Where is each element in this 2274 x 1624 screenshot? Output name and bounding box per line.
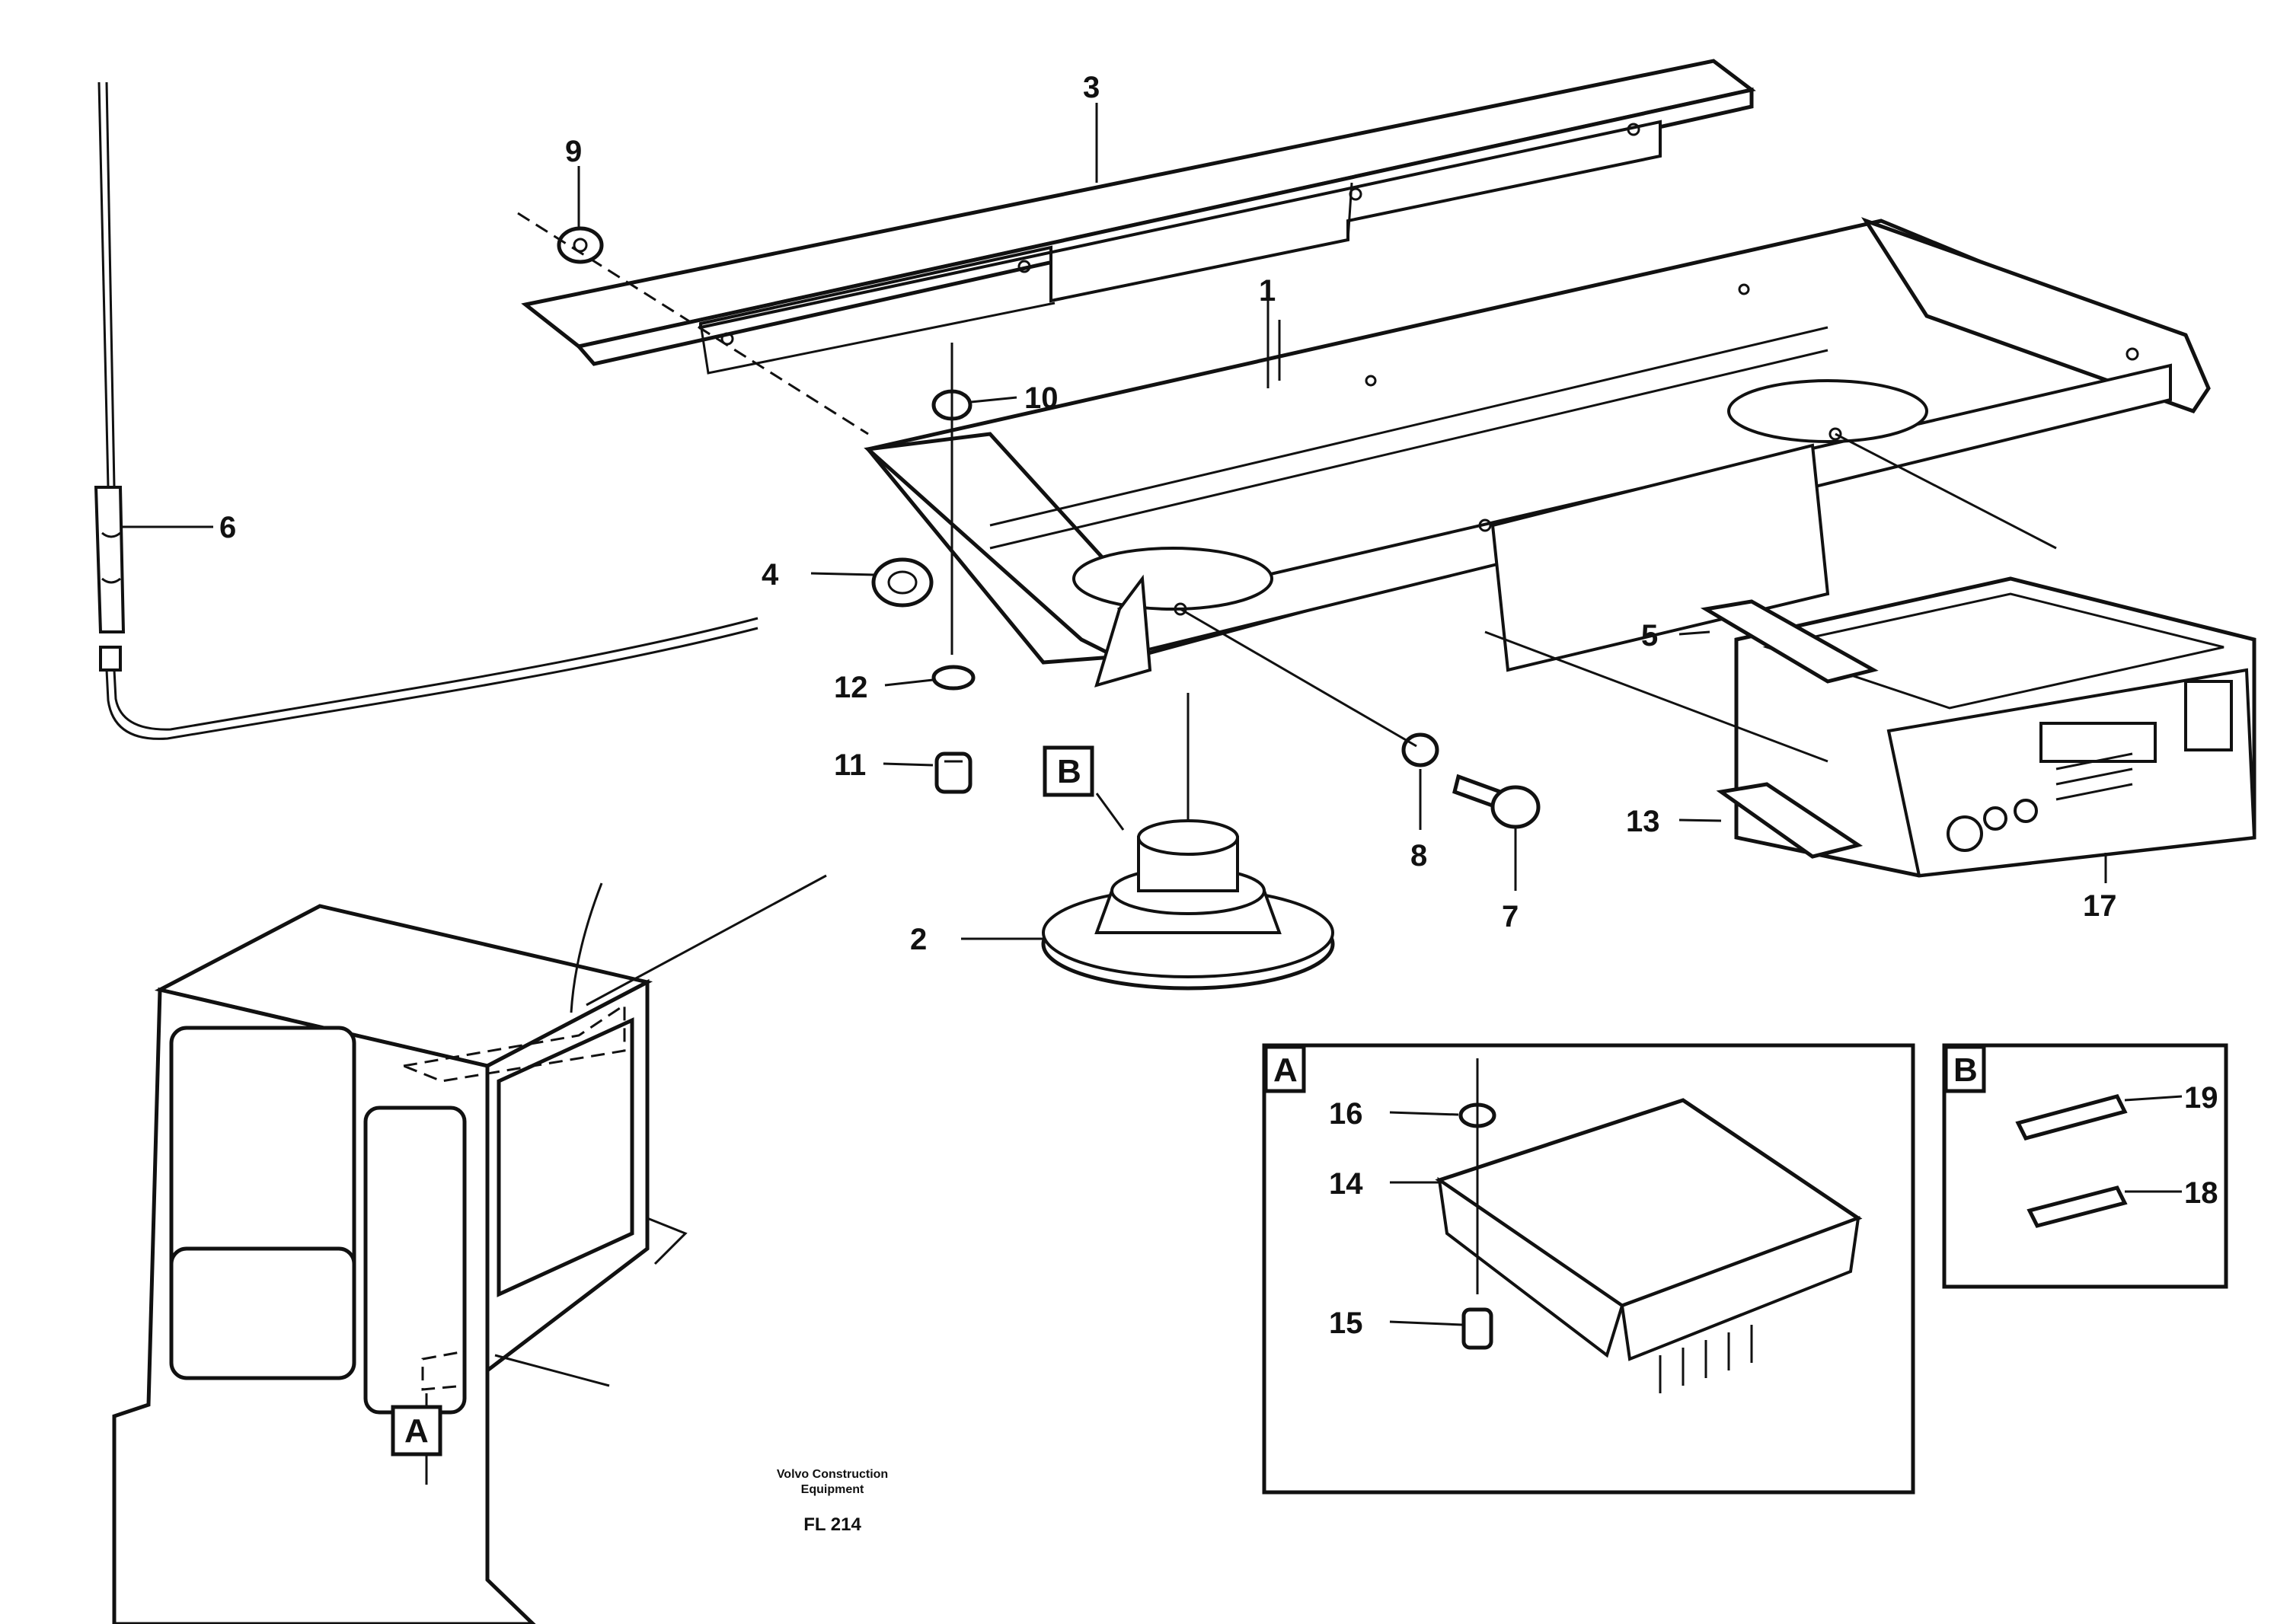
callout-14: 14	[1329, 1167, 1363, 1201]
callout-3: 3	[1083, 71, 1100, 104]
cab-ref-a: A	[404, 1412, 429, 1450]
callout-17: 17	[2083, 889, 2117, 923]
callout-leaders	[577, 103, 2183, 1326]
callout-15: 15	[1329, 1307, 1363, 1340]
footer-company-line2: Equipment	[801, 1483, 864, 1496]
callout-18: 18	[2184, 1176, 2218, 1210]
callout-16: 16	[1329, 1097, 1363, 1131]
cab-ref-a-box: A	[391, 1405, 442, 1456]
detail-box-a	[1262, 1043, 1915, 1495]
cab-view	[112, 874, 827, 1624]
callout-19: 19	[2184, 1081, 2218, 1115]
callout-1: 1	[1259, 274, 1276, 308]
radio-unit	[1734, 576, 2256, 878]
callout-5: 5	[1641, 619, 1658, 652]
detail-box-b	[1942, 1043, 2228, 1289]
callout-8: 8	[1410, 839, 1427, 873]
callout-11: 11	[834, 748, 866, 782]
callout-7: 7	[1502, 900, 1519, 933]
callout-6: 6	[219, 511, 236, 544]
detail-label-b-box: B	[1943, 1045, 1986, 1093]
detail-label-a-box: A	[1263, 1045, 1306, 1093]
hardware	[517, 212, 2057, 891]
callout-9: 9	[565, 135, 582, 168]
detail-label-a: A	[1273, 1051, 1298, 1089]
callout-2: 2	[910, 923, 927, 956]
detail-label-b: B	[1953, 1051, 1978, 1089]
trim-strip	[521, 59, 1756, 375]
speaker-ref-b: B	[1057, 753, 1081, 790]
callout-4: 4	[762, 558, 779, 592]
figure-code: FL 214	[803, 1514, 861, 1535]
antenna	[94, 81, 759, 740]
shelf-panel	[864, 217, 2211, 688]
speaker	[1041, 693, 1335, 991]
callout-13: 13	[1626, 805, 1660, 838]
callout-10: 10	[1024, 381, 1059, 415]
footer-company-line1: Volvo Construction	[777, 1468, 888, 1481]
callout-12: 12	[834, 671, 868, 704]
speaker-ref-b-box: B	[1043, 745, 1094, 797]
